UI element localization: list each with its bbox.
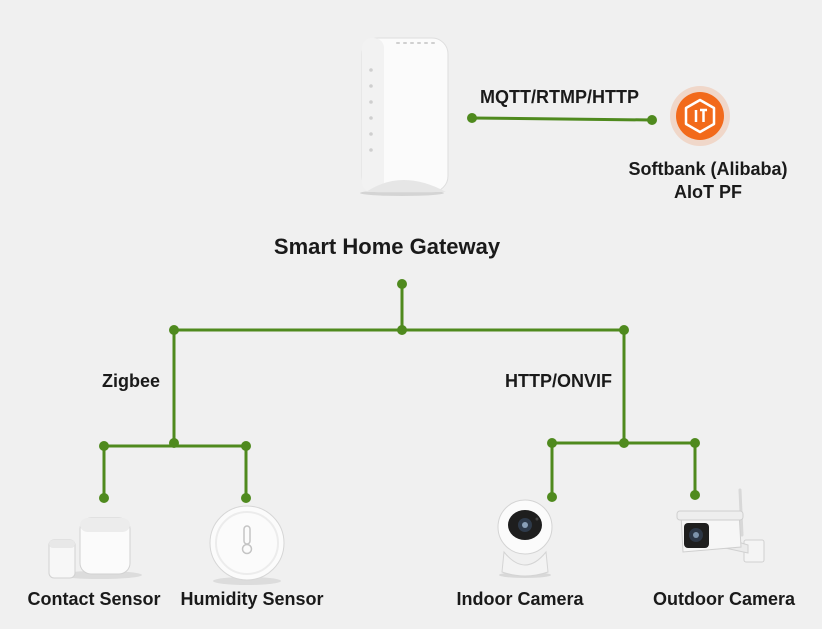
cloud-protocol-label: MQTT/RTMP/HTTP xyxy=(480,87,639,107)
junction-dot xyxy=(467,113,477,123)
junction-dot xyxy=(241,493,251,503)
indoor-camera-label: Indoor Camera xyxy=(456,589,584,609)
junction-dot xyxy=(619,438,629,448)
cloud-platform-label: Softbank (Alibaba) AIoT PF xyxy=(628,158,787,204)
junction-dot xyxy=(397,279,407,289)
junction-dot xyxy=(647,115,657,125)
outdoor-camera-icon xyxy=(676,488,765,563)
camera-protocol-label: HTTP/ONVIF xyxy=(505,371,612,391)
junction-dot xyxy=(241,441,251,451)
router-icon xyxy=(360,37,449,196)
junction-dot xyxy=(99,441,109,451)
cloud-platform-name-line1: Softbank (Alibaba) xyxy=(628,159,788,179)
cloud-platform-name-line2: AIoT PF xyxy=(673,182,742,202)
junction-dot xyxy=(690,490,700,500)
junction-dot xyxy=(169,438,179,448)
junction-dots xyxy=(99,113,700,503)
junction-dot xyxy=(397,325,407,335)
outdoor-camera-label: Outdoor Camera xyxy=(652,589,796,609)
junction-dot xyxy=(547,438,557,448)
humidity-sensor-icon xyxy=(209,505,285,585)
junction-dot xyxy=(169,325,179,335)
aiot-platform-logo-icon xyxy=(670,86,730,146)
contact-sensor-icon xyxy=(48,517,142,579)
junction-dot xyxy=(619,325,629,335)
contact-sensor-label: Contact Sensor xyxy=(27,589,161,609)
junction-dot xyxy=(99,493,109,503)
junction-dot xyxy=(547,492,557,502)
zigbee-protocol-label: Zigbee xyxy=(102,371,161,391)
gateway-label: Smart Home Gateway xyxy=(273,234,501,259)
junction-dot xyxy=(690,438,700,448)
cloud-link-line xyxy=(471,116,653,122)
indoor-camera-icon xyxy=(497,499,553,578)
humidity-sensor-label: Humidity Sensor xyxy=(180,589,324,609)
